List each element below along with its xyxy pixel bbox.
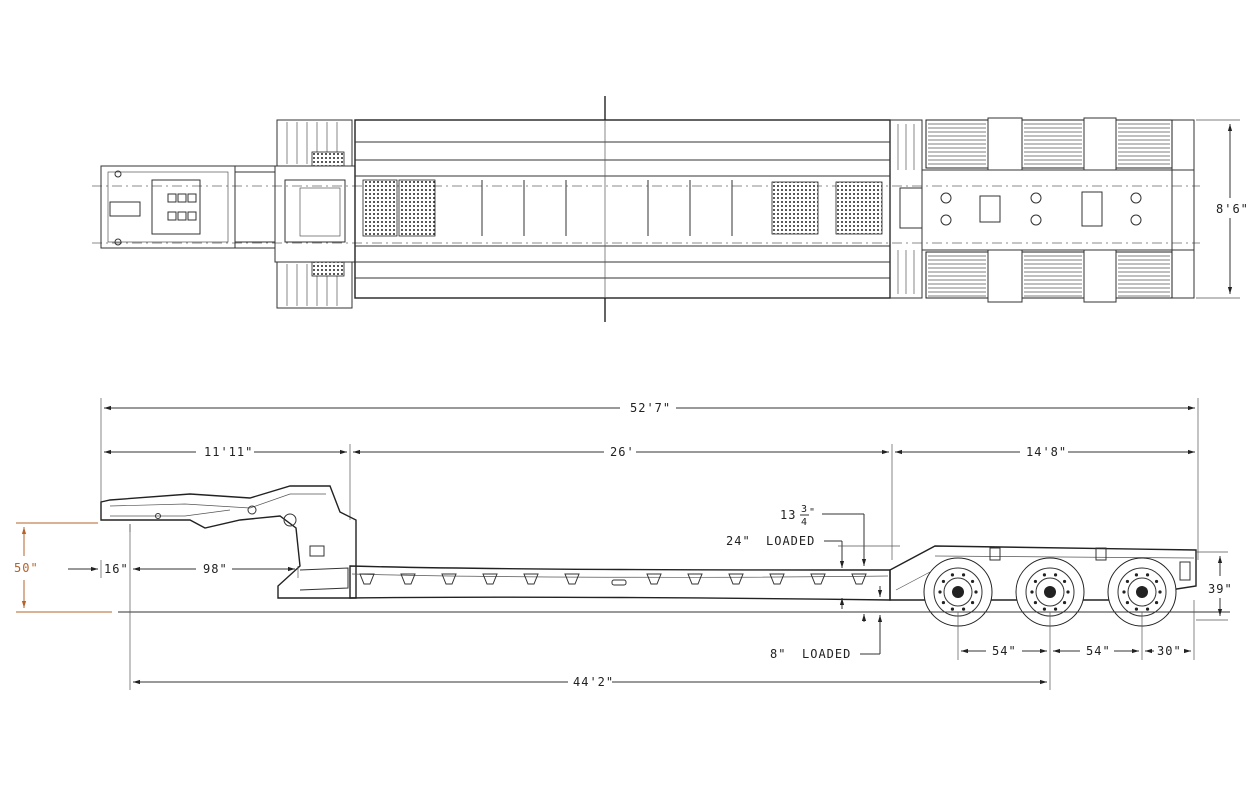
lug-nut xyxy=(1158,590,1162,594)
height-50-dim: 50" xyxy=(14,522,112,613)
wheel-center xyxy=(1136,586,1148,598)
wheel-hub xyxy=(943,577,973,607)
overall-length-dim: 52'7" xyxy=(100,398,1199,560)
dim-8-loaded: 8" LOADED xyxy=(770,586,883,661)
lug-nut xyxy=(1134,607,1139,611)
dim-24-label: 24" xyxy=(726,534,751,548)
stake-pocket xyxy=(523,573,539,585)
lug-nut xyxy=(1033,600,1038,605)
lug-nut xyxy=(1125,579,1130,584)
lug-nut xyxy=(961,607,966,611)
lug-nut xyxy=(938,590,942,594)
kingpin-offset-label: 16" xyxy=(104,562,129,576)
section-dims: 11'11" 26' 14'8" xyxy=(104,444,1195,560)
lug-nut xyxy=(1053,607,1058,611)
kingpin-to-deck-label: 98" xyxy=(203,562,228,576)
stake-pocket xyxy=(482,573,498,585)
stake-pocket xyxy=(564,573,580,585)
lug-nut xyxy=(1145,607,1150,611)
lug-nut xyxy=(941,579,946,584)
plan-gooseneck xyxy=(100,165,276,249)
lug-nut xyxy=(961,573,966,577)
dim-13-den: 4 xyxy=(801,517,808,528)
lug-nut xyxy=(970,579,975,584)
lug-nut xyxy=(1154,600,1159,605)
plan-deck xyxy=(354,96,891,322)
stake-pocket xyxy=(441,573,457,585)
stake-pocket xyxy=(687,573,703,585)
lug-nut xyxy=(1062,600,1067,605)
stake-pocket xyxy=(769,573,785,585)
lug-nut xyxy=(974,590,978,594)
lug-nut xyxy=(1145,573,1150,577)
loaded-label-2: LOADED xyxy=(802,647,851,661)
wheel-hub xyxy=(1127,577,1157,607)
lug-nut xyxy=(1134,573,1139,577)
dim-24-loaded: 24" LOADED xyxy=(726,534,900,609)
dim-13-unit: " xyxy=(809,507,816,518)
lug-nut xyxy=(1042,573,1047,577)
axle-spacing-2-label: 54" xyxy=(1086,644,1111,658)
dim-13-3-4: 13 3 4 " xyxy=(780,504,867,622)
plan-front-outrigger xyxy=(274,119,356,309)
dim-8-label: 8" xyxy=(770,647,786,661)
wheel-center xyxy=(952,586,964,598)
lug-nut xyxy=(1053,573,1058,577)
stake-pocket xyxy=(810,573,826,585)
rear-height-label: 39" xyxy=(1208,582,1233,596)
side-deck xyxy=(349,565,891,601)
rear-overhang-label: 30" xyxy=(1157,644,1182,658)
stake-pocket xyxy=(400,573,416,585)
lug-nut xyxy=(1066,590,1070,594)
rear-height-dim: 39" xyxy=(1196,551,1233,621)
lug-nut xyxy=(950,573,955,577)
side-view: 52'7" 11'11" 26' 14'8" xyxy=(14,398,1233,690)
kingpin-to-axle-dim: 44'2" xyxy=(133,675,1047,689)
stake-pocket xyxy=(851,573,867,585)
rear-length-label: 14'8" xyxy=(1026,445,1067,459)
stake-pocket xyxy=(728,573,744,585)
lug-nut xyxy=(941,600,946,605)
kingpin-to-axle-label: 44'2" xyxy=(573,675,614,689)
lug-nut xyxy=(950,607,955,611)
axle-spacing-1-label: 54" xyxy=(992,644,1017,658)
width-dimension: 8'6" xyxy=(1196,119,1249,299)
plan-view: 8'6" xyxy=(92,96,1249,322)
height-50-label: 50" xyxy=(14,561,39,575)
lug-nut xyxy=(1030,590,1034,594)
lug-nut xyxy=(1122,590,1126,594)
stake-pocket xyxy=(646,573,662,585)
kingpin-dims: 16" 98" xyxy=(68,524,299,690)
side-wheels xyxy=(923,557,1177,627)
dim-13-whole: 13 xyxy=(780,508,796,522)
gooseneck-length-label: 11'11" xyxy=(204,445,253,459)
dim-13-num: 3 xyxy=(801,504,808,515)
lug-nut xyxy=(970,600,975,605)
loaded-label-1: LOADED xyxy=(766,534,815,548)
lug-nut xyxy=(1033,579,1038,584)
axle-spacing-dims: 54" 54" 30" xyxy=(957,600,1195,690)
lug-nut xyxy=(1042,607,1047,611)
stake-pocket xyxy=(359,573,375,585)
deck-length-label: 26' xyxy=(610,445,635,459)
width-label: 8'6" xyxy=(1216,202,1249,216)
overall-length-label: 52'7" xyxy=(630,401,671,415)
lug-nut xyxy=(1062,579,1067,584)
wheel-center xyxy=(1044,586,1056,598)
lug-nut xyxy=(1125,600,1130,605)
lug-nut xyxy=(1154,579,1159,584)
plan-rear xyxy=(889,117,1195,303)
side-gooseneck xyxy=(100,485,357,599)
wheel-hub xyxy=(1035,577,1065,607)
